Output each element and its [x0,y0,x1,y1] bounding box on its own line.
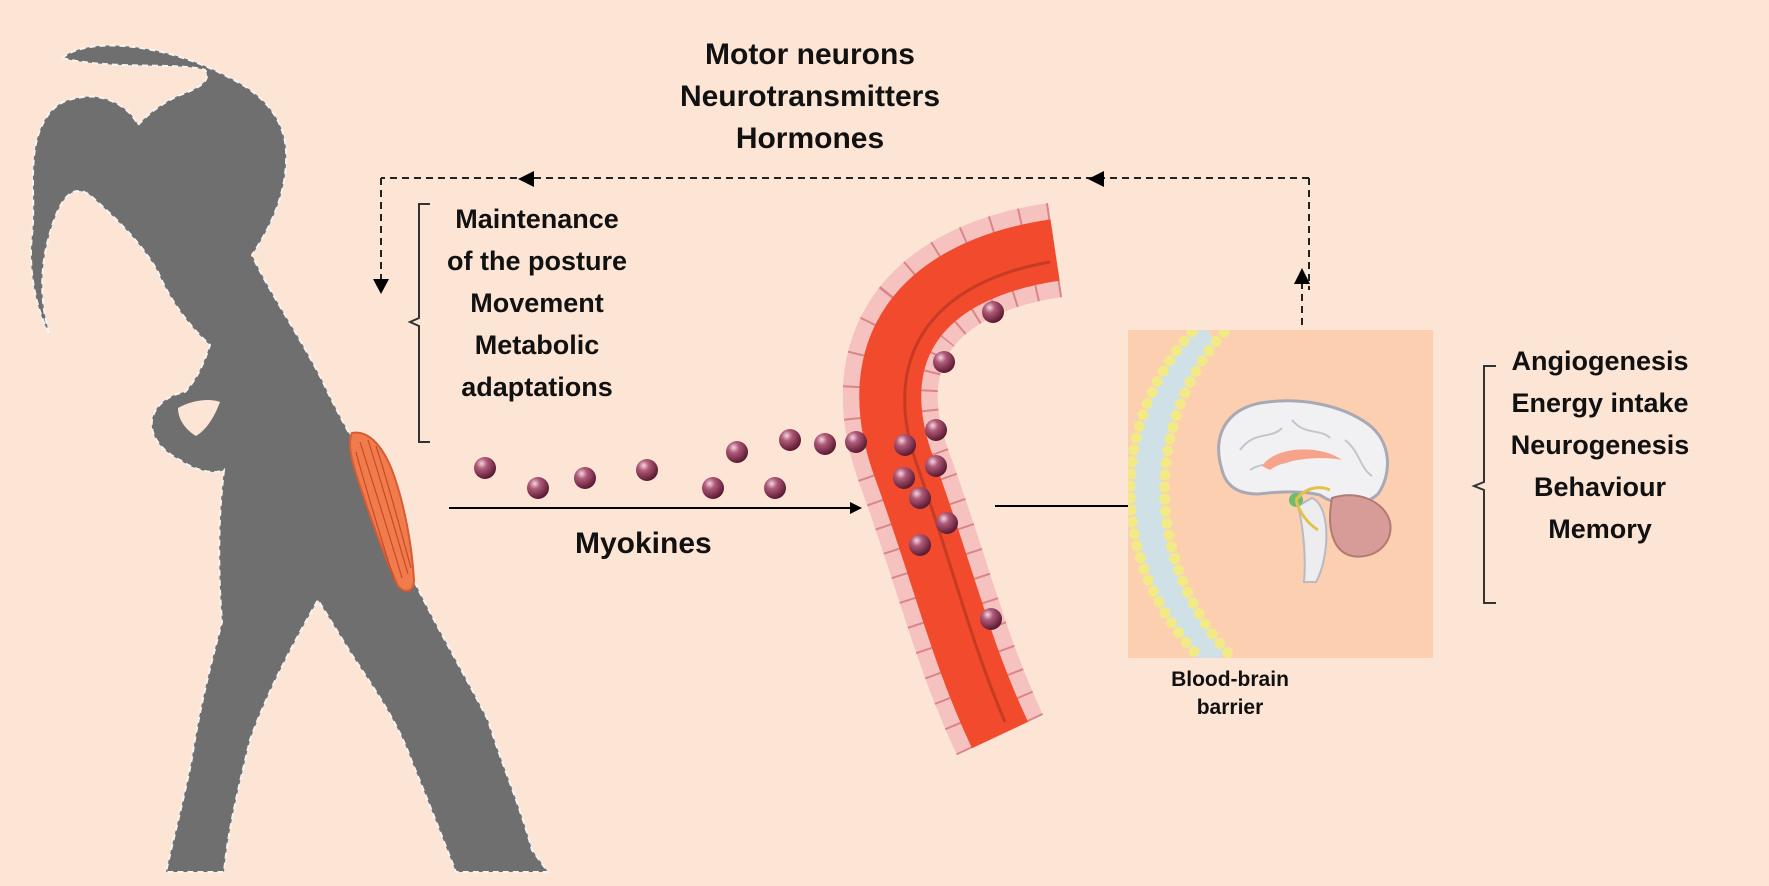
membrane-inner-tails [1133,330,1229,658]
myokine-particle [764,477,786,499]
myokine-particle [980,608,1002,630]
myokine-particle [933,351,955,373]
cerebellum [1329,494,1392,558]
myokine-particle [779,429,801,451]
myokine-particle [982,301,1004,323]
myokines-label: Myokines [575,527,712,560]
myokine-particle [893,467,915,489]
myokine-particle [925,419,947,441]
brain-panel [1128,330,1433,658]
blood-brain-barrier-label: Blood-brain barrier [1125,666,1335,722]
person-silhouette [29,44,550,873]
myokine-particle [925,455,947,477]
myokine-particle [845,431,867,453]
membrane-heads-inner [1159,330,1240,658]
muscle-function-line-1: Maintenance [455,204,619,234]
myokine-particle [814,433,836,455]
corpus-callosum [1262,449,1342,470]
myokine-particle [574,467,596,489]
myokine-particle [909,534,931,556]
thigh-muscle [348,431,416,592]
brain-function-neurogenesis: Neurogenesis [1510,430,1690,460]
brain-function-angiogenesis: Angiogenesis [1511,346,1689,376]
silhouette-body [29,44,550,873]
brain-functions-list: Angiogenesis Energy intake Neurogenesis … [1500,340,1700,550]
brain-functions-bracket [1471,365,1496,604]
signal-hormones: Hormones [735,122,885,155]
myokine-particle [726,441,748,463]
muscle-functions-bracket [407,203,430,443]
myokine-particle [636,459,658,481]
myokine-particle [474,457,496,479]
myokine-particle [527,477,549,499]
pathways [1294,486,1331,532]
arrowhead-down [373,279,389,294]
membrane-heads-outer [1128,330,1208,658]
vessel-lumen [859,219,1060,749]
blood-vessel [842,203,1063,756]
signal-motor-neurons: Motor neurons [705,38,915,71]
arrowhead-right [1088,171,1104,187]
barrier-label-line-2: barrier [1196,696,1264,719]
myokine-particle [909,487,931,509]
brain-function-energy-intake: Energy intake [1511,388,1689,418]
vessel-inner-line [903,260,1051,723]
brain-function-behaviour: Behaviour [1533,472,1667,502]
muscle-function-line-4: Metabolic [474,330,600,360]
muscle-function-line-2: of the posture [447,246,627,276]
myokine-particle [702,477,724,499]
arrowhead-left [518,171,534,187]
brain-function-memory: Memory [1548,514,1652,544]
brain-gyri [1239,419,1373,477]
top-signals-label: Motor neurons Neurotransmitters Hormones [600,34,1020,160]
muscle-function-line-3: Movement [470,288,604,318]
silhouette-hand-on-hip [178,400,220,436]
muscle-functions-list: Maintenance of the posture Movement Meta… [392,198,682,408]
muscle-function-line-5: adaptations [461,372,613,402]
myokine-particle [936,512,958,534]
brain-sagittal [1217,399,1392,583]
loop-arrowheads [373,171,1310,294]
myokine-particle [894,434,916,456]
myokine-particles [474,301,1004,630]
arrowhead-up [1294,268,1310,284]
signal-neurotransmitters: Neurotransmitters [679,80,941,113]
barrier-label-line-1: Blood-brain [1171,668,1289,691]
